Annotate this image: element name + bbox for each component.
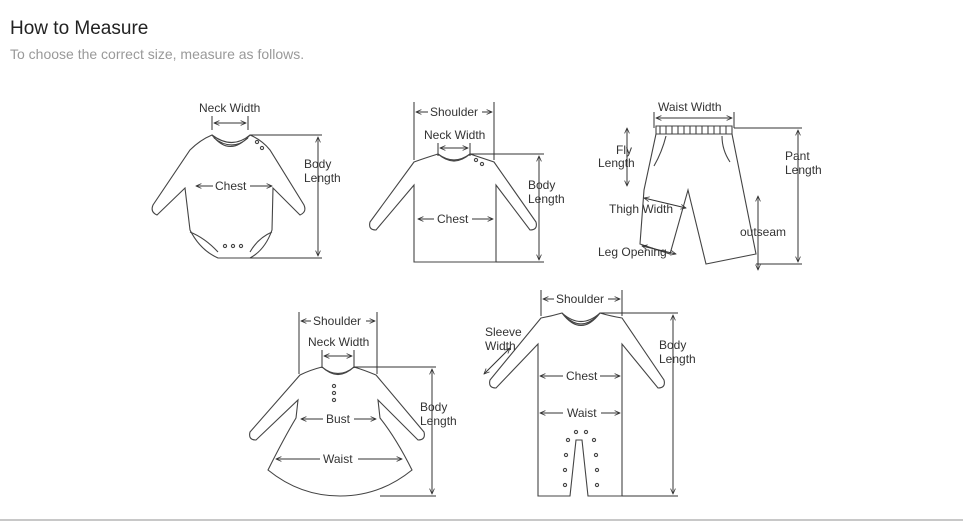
romper-diagram: Shoulder Sleeve Width Chest Waist Body L…	[484, 290, 696, 497]
pants-length-label-1: Pant	[785, 149, 810, 163]
dress-length-label-1: Body	[420, 400, 447, 414]
romper-sleeve-label-2: Width	[485, 339, 516, 353]
romper-length-label-1: Body	[659, 338, 686, 352]
shirt-length-label-2: Length	[528, 192, 565, 206]
bodysuit-snap	[230, 243, 236, 249]
page-title: How to Measure	[10, 18, 149, 39]
shirt-length-label-1: Body	[528, 178, 555, 192]
romper-snap	[583, 429, 589, 435]
romper-waist-label: Waist	[567, 406, 597, 420]
pants-fly-label-2: Length	[598, 156, 635, 170]
shirt-diagram: Shoulder Neck Width Chest Body Length	[369, 102, 565, 263]
pants-waistband	[655, 125, 733, 135]
pants-diagram: Waist Width Fly Length Pant Length Thigh…	[598, 100, 822, 270]
dress-diagram: Shoulder Neck Width Bust Waist Body Leng…	[249, 312, 457, 497]
romper-snap	[563, 452, 569, 458]
bodysuit-diagram: Neck Width Chest Body Length	[151, 101, 341, 259]
bodysuit-snap	[238, 243, 244, 249]
pants-leg-opening-arrow	[642, 246, 676, 254]
pants-outseam-label: outseam	[740, 225, 786, 239]
bottom-divider	[0, 519, 963, 521]
romper-chest-label: Chest	[566, 369, 598, 383]
shirt-neck-width-label: Neck Width	[424, 128, 485, 142]
bodysuit-button	[259, 145, 265, 151]
dress-neck-width-label: Neck Width	[308, 335, 369, 349]
bodysuit-chest-label: Chest	[215, 179, 247, 193]
dress-waist-label: Waist	[323, 452, 353, 466]
romper-shoulder-label: Shoulder	[556, 292, 604, 306]
pants-fly-label-1: Fly	[616, 143, 632, 157]
bodysuit-leg-openings	[189, 231, 273, 253]
pants-thigh-width-label: Thigh Width	[609, 202, 673, 216]
shirt-chest-label: Chest	[437, 212, 469, 226]
bodysuit-length-label-1: Body	[304, 157, 331, 171]
pants-length-label-2: Length	[785, 163, 822, 177]
pants-waistband-ribbing	[659, 126, 727, 134]
shirt-shoulder-label: Shoulder	[430, 105, 478, 119]
page-subtitle: To choose the correct size, measure as f…	[10, 46, 305, 62]
bodysuit-outline	[151, 134, 306, 259]
romper-snap	[562, 467, 568, 473]
romper-collar	[561, 312, 601, 327]
romper-snap	[573, 429, 579, 435]
romper-snap	[562, 482, 568, 488]
bodysuit-length-label-2: Length	[304, 171, 341, 185]
bodysuit-neck-width-label: Neck Width	[199, 101, 260, 115]
dress-length-label-2: Length	[420, 414, 457, 428]
dress-button	[331, 390, 337, 396]
dress-button	[331, 383, 337, 389]
pants-leg-opening-label: Leg Opening	[598, 245, 667, 259]
romper-snap	[594, 482, 600, 488]
shirt-button	[479, 161, 485, 167]
dress-button	[331, 397, 337, 403]
shirt-outline	[369, 153, 537, 263]
pants-waist-width-label: Waist Width	[658, 100, 722, 114]
romper-outline	[489, 312, 665, 497]
dress-bust-label: Bust	[326, 412, 351, 426]
shirt-collar	[437, 153, 471, 161]
romper-snap	[565, 437, 571, 443]
romper-snap	[593, 452, 599, 458]
dress-outline	[249, 366, 425, 497]
bodysuit-collar	[211, 134, 251, 148]
romper-snap	[591, 437, 597, 443]
romper-sleeve-label-1: Sleeve	[485, 325, 522, 339]
pants-pockets	[653, 135, 731, 167]
dress-shoulder-label: Shoulder	[313, 314, 361, 328]
shirt-button	[473, 157, 479, 163]
romper-sleeve-arrow	[484, 348, 510, 374]
bodysuit-snap	[222, 243, 228, 249]
bodysuit-button	[254, 139, 260, 145]
pants-thigh-arrow	[644, 198, 686, 208]
dress-collar	[321, 366, 355, 375]
romper-snap	[594, 467, 600, 473]
romper-length-label-2: Length	[659, 352, 696, 366]
